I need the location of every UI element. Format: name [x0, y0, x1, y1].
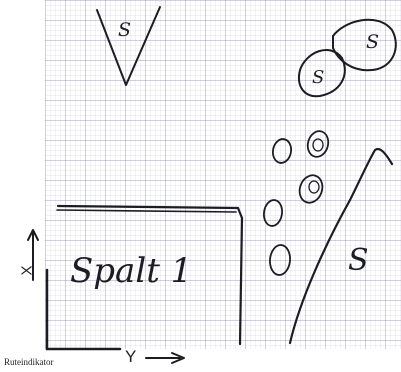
- x-axis-label: X: [19, 265, 36, 275]
- top-stone-mark: S: [118, 19, 131, 41]
- left-stone-mark: S: [312, 67, 324, 88]
- pebble-cluster: [262, 129, 331, 276]
- right-stone-outline: [333, 20, 396, 70]
- right-stone-mark: S: [366, 31, 379, 53]
- spalt-region-outline-inner: [57, 210, 236, 212]
- spalt-label: Spalt 1: [70, 251, 192, 291]
- y-axis-label: Y: [125, 347, 136, 367]
- y-axis-arrow: [146, 353, 184, 363]
- grid-indicator-caption: Ruteindikator: [4, 357, 54, 367]
- right-region-mark: S: [348, 243, 369, 278]
